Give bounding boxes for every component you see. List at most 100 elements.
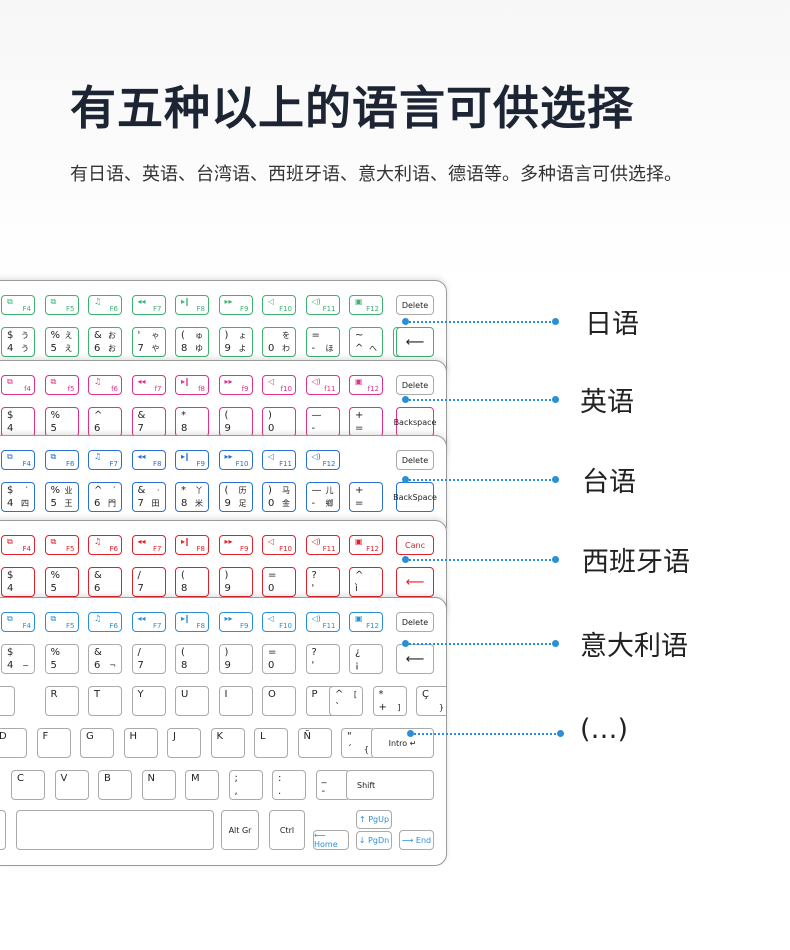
callout-line	[405, 479, 555, 481]
pgdn-key: ↓ PgDn	[356, 831, 392, 850]
key-shift-char: $	[7, 330, 14, 341]
function-key-icon: ◁	[268, 537, 275, 546]
function-key-icon: ⧉	[7, 297, 13, 306]
key-shift-char: —	[311, 410, 322, 421]
key-alt-char: {	[363, 745, 369, 754]
callout-dot	[557, 730, 564, 737]
key-shift-char: &	[94, 330, 102, 341]
function-key-label: F5	[66, 545, 75, 553]
key-alt-char: 儿	[325, 486, 334, 495]
function-key-icon: ▸▸	[224, 614, 233, 623]
backspace-key: BackSpace	[393, 482, 437, 512]
letter-key: J	[167, 728, 201, 758]
key-shift-char: ¿	[355, 647, 361, 658]
alt-gr-key: Alt Gr	[221, 810, 259, 850]
key-base-char: 4	[7, 660, 14, 671]
key-base-char: ´	[347, 744, 352, 755]
number-key: =0	[262, 644, 296, 674]
function-key-icon: ▣	[355, 614, 363, 623]
function-key-label: F10	[279, 622, 292, 630]
key-base-char: 8	[181, 660, 188, 671]
function-key: ▣F12	[349, 535, 383, 555]
modifier-key	[0, 810, 6, 850]
key-base-char: 8	[181, 498, 188, 509]
key-base-char: 0	[268, 423, 275, 434]
letter-key: L	[254, 728, 288, 758]
key-base-char: 7	[137, 583, 144, 594]
delete-label: Delete	[401, 300, 429, 310]
function-key-label: F4	[22, 305, 31, 313]
function-key-label: F8	[196, 305, 205, 313]
number-key: )9	[218, 644, 253, 674]
key-shift-char: (	[181, 330, 185, 341]
key-base-char: 9	[224, 423, 231, 434]
function-key: ⧉F5	[44, 612, 79, 632]
function-key-label: F11	[322, 622, 336, 630]
backspace-key: ⟵	[396, 327, 434, 357]
key-base-char: 4	[7, 343, 14, 354]
function-key: ◂◂F7	[131, 535, 166, 555]
key-char: P	[311, 689, 318, 700]
key-alt-char: 王	[64, 499, 73, 508]
function-key: ▸▸F9	[218, 535, 253, 555]
function-key-icon: ▸▸	[224, 377, 233, 386]
function-key-icon: ▸‖	[181, 537, 190, 546]
key-shift-char: $	[7, 647, 14, 658]
key-base-char: 7	[137, 660, 144, 671]
key-base-char: ^	[355, 343, 364, 354]
key-shift-char: %	[50, 330, 61, 341]
function-key-label: F10	[235, 460, 249, 468]
function-key: ▸▸ f9	[218, 375, 253, 395]
function-key: ⧉ F6	[44, 450, 79, 470]
function-key-icon: ♫	[94, 614, 102, 623]
key-alt-char: え	[64, 344, 73, 353]
number-key: &7·田	[131, 482, 166, 512]
key-alt-char: 四	[21, 499, 29, 508]
number-key: $4	[1, 567, 35, 597]
key-alt-char: ~	[22, 661, 29, 670]
letter-key: G	[80, 728, 114, 758]
key-alt-char: ゆ	[195, 344, 203, 353]
key-shift-char: )	[268, 410, 272, 421]
function-key-icon: ◁	[268, 452, 275, 461]
callout-dot	[402, 476, 409, 483]
key-alt-char: ゃ	[151, 331, 160, 340]
key-alt-char: ·	[156, 486, 160, 495]
function-key-label: F6	[66, 460, 75, 468]
function-key-label: F9	[240, 305, 249, 313]
key-shift-char: %	[50, 570, 61, 581]
key-shift-char: *	[181, 485, 186, 496]
number-key: ¿¡	[349, 644, 383, 674]
number-key: %5	[44, 644, 79, 674]
function-key-label: F11	[279, 460, 292, 468]
function-key-icon: ⧉	[50, 452, 57, 461]
letter-key: V	[54, 770, 89, 800]
function-key-label: f9	[241, 385, 249, 393]
key-base-char: 9	[224, 583, 231, 594]
key-alt-char: 米	[195, 499, 203, 508]
function-key: ⧉ F4	[1, 295, 35, 315]
function-key-icon: ⧉	[7, 377, 13, 386]
callout-dot	[552, 556, 559, 563]
callout-line	[405, 559, 555, 561]
key-base-char: -	[311, 423, 316, 434]
key-base-char: ¡	[355, 660, 360, 671]
key-char: L	[260, 731, 266, 742]
shift-key: Shift	[346, 770, 434, 800]
key-shift-char: )	[224, 570, 229, 581]
key-base-char: 7	[137, 343, 144, 354]
key-shift-char: $	[7, 570, 14, 581]
function-key-icon: ▸‖	[181, 614, 190, 623]
key-char: C	[17, 773, 24, 784]
number-key: =-ほ	[305, 327, 340, 357]
number-key: )9	[218, 567, 253, 597]
key-base-char: -	[311, 343, 316, 354]
function-key-icon: ◁	[268, 297, 275, 306]
key-base-char: ,	[234, 786, 238, 797]
function-key-label: F8	[196, 545, 205, 553]
